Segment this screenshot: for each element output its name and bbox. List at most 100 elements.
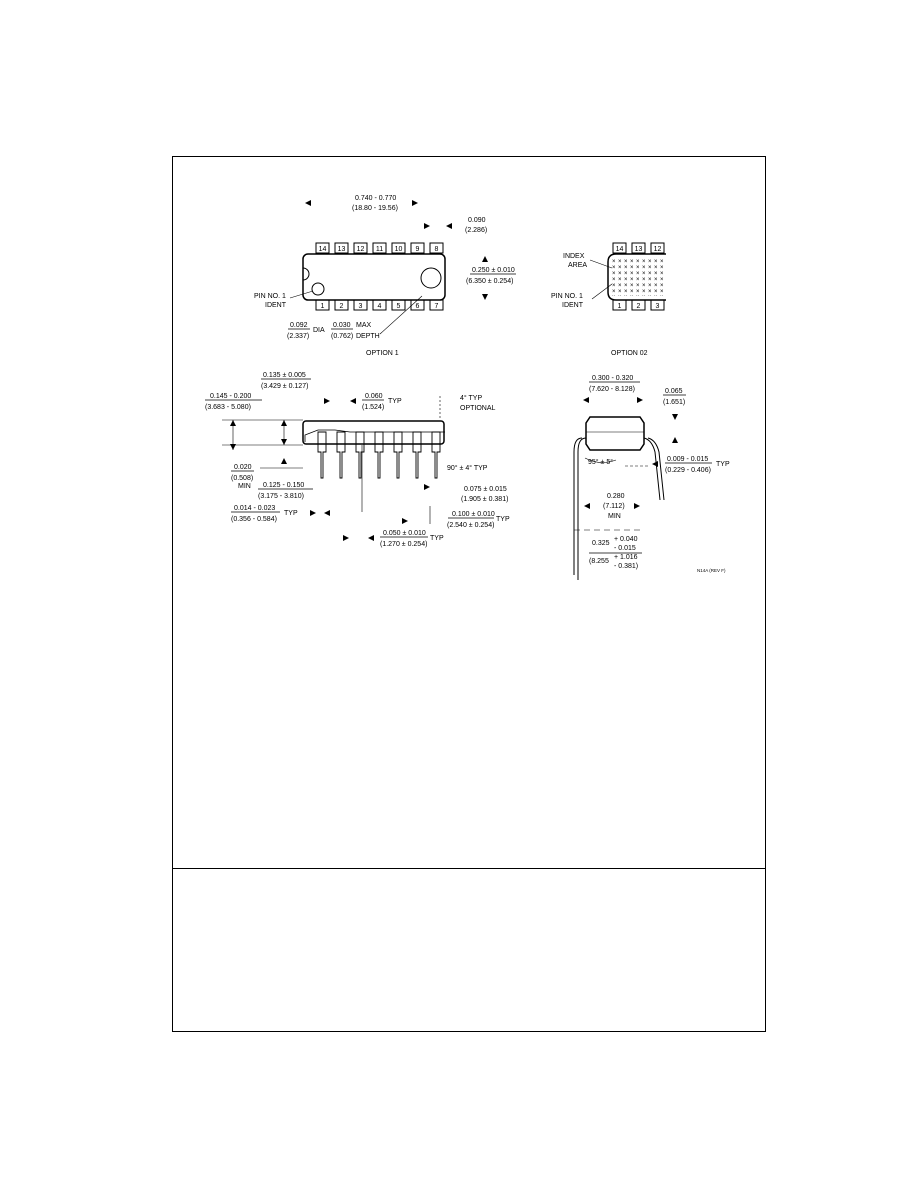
dim-width-mm: (6.350 ± 0.254) (466, 278, 513, 285)
dim-angle2: 90° ± 4° TYP (447, 464, 488, 472)
pin-label-12: 12 (357, 246, 365, 253)
dim-corner: 0.090 (468, 217, 486, 224)
dim-length: 0.740 - 0.770 (355, 195, 396, 202)
dim-gap-mm: (1.651) (663, 399, 685, 406)
pin-box-12 (353, 242, 368, 254)
pin-box-10 (391, 242, 406, 254)
arrow-pitch-left (402, 518, 408, 524)
dim-lead-w-typ: TYP (284, 510, 298, 517)
option2-pin-label-3: 3 (656, 303, 660, 310)
dim-lead-len: 0.125 - 0.150 (263, 482, 304, 489)
dim-lead-len-mm: (3.175 - 3.810) (258, 493, 304, 500)
dim-lead-top-typ: TYP (430, 535, 444, 542)
end-lead-right (643, 437, 661, 501)
dim-min-h-mm: (0.508) (231, 475, 253, 482)
dim-pitch-typ: TYP (496, 516, 510, 523)
arrow-gap-up (672, 437, 678, 443)
dim-pitch: 0.100 ± 0.010 (452, 511, 495, 518)
arrow-min-w-l (584, 503, 590, 509)
depth-leader (379, 295, 423, 335)
side-view: 0.135 ± 0.005 (3.429 ± 0.127) 0.145 - 0.… (205, 372, 510, 548)
dim-depth-mm: (0.762) (331, 333, 353, 340)
dim-spread-mm-a: (8.255 (589, 558, 609, 565)
arrow-min-w-r (634, 503, 640, 509)
option2-pin1-leader (591, 283, 613, 300)
dim-pitch-mm: (2.540 ± 0.254) (447, 522, 494, 529)
arrow-width-down (482, 294, 488, 300)
arrow-corner-left (424, 223, 430, 229)
dim-thick: 0.009 - 0.015 (667, 456, 708, 463)
dim-angle: 4° TYP (460, 394, 482, 402)
pin-label-14: 14 (319, 246, 327, 253)
option2-pin-label-2: 2 (637, 303, 641, 310)
option2-pin1-label: PIN NO. 1 (551, 293, 583, 300)
pin-label-10: 10 (395, 246, 403, 253)
dim-pitch-small-typ: TYP (388, 398, 402, 405)
pin-box-14 (315, 242, 330, 254)
pin1-ident: IDENT (265, 302, 287, 309)
option2-pin-box-14 (612, 242, 627, 254)
dim-lead-top-mm: (1.270 ± 0.254) (380, 541, 427, 548)
dim-pitch-small-mm: (1.524) (362, 404, 384, 411)
dim-dia-mm: (2.337) (287, 333, 309, 340)
dim-depth-label: DEPTH (356, 333, 380, 340)
dim-min-label: MIN (238, 483, 251, 490)
dim-total-h: 0.145 - 0.200 (210, 393, 251, 400)
dim-spread-a: 0.325 (592, 540, 610, 547)
side-lead-2 (336, 431, 346, 479)
option2-pin-box-12 (650, 242, 665, 254)
dim-lead-w: 0.014 - 0.023 (234, 505, 275, 512)
dim-total-h-mm: (3.683 - 5.080) (205, 404, 251, 411)
area-label: AREA (568, 262, 587, 269)
package-body (302, 253, 446, 301)
pin-label-11: 11 (376, 246, 383, 253)
pin-label-1: 1 (321, 303, 325, 310)
dim-depth: 0.030 (333, 322, 351, 329)
arrow-left (305, 200, 311, 206)
dim-min-w-label: MIN (608, 513, 621, 520)
drawing-ref: N14A (REV F) (697, 568, 726, 573)
pin1-circle (311, 282, 325, 296)
option2-pin-label-14: 14 (616, 246, 624, 253)
ejector-circle (420, 267, 442, 289)
dim-end-width: 0.300 - 0.320 (592, 375, 633, 382)
dim-length-mm: (18.80 - 19.56) (352, 205, 398, 212)
end-lead-left-inner (573, 437, 583, 575)
pin-box-13 (334, 242, 349, 254)
pin-box-11 (372, 242, 387, 254)
dim-thick-typ: TYP (716, 461, 730, 468)
pin-label-2: 2 (340, 303, 344, 310)
dim-shoulder-mm: (1.905 ± 0.381) (461, 496, 508, 503)
option2-caption: OPTION 02 (611, 350, 648, 357)
arrow-gap-down (672, 414, 678, 420)
option2-bottom-pins: 1 2 3 (612, 299, 665, 311)
arrow-pitch-a (324, 398, 330, 404)
side-body-edge (304, 429, 445, 442)
option2-pin1-ident: IDENT (562, 302, 584, 309)
dim-gap: 0.065 (665, 388, 683, 395)
angle-arc (584, 457, 617, 463)
pin1-leader (289, 290, 314, 299)
dim-depth-suffix: MAX (356, 322, 372, 329)
pin-label-8: 8 (435, 246, 439, 253)
dim-dia: 0.092 (290, 322, 308, 329)
dim-spread-b: + 0.040 (614, 536, 638, 543)
dim-corner-mm: (2.286) (465, 227, 487, 234)
option2-pin-label-1: 1 (618, 303, 622, 310)
arrow-pitch-b (350, 398, 356, 404)
option2-body (607, 253, 666, 301)
arrow-shoulder (424, 484, 430, 490)
index-leader (589, 259, 613, 269)
arrow-end-width-r (637, 397, 643, 403)
pin-label-3: 3 (359, 303, 363, 310)
index-label: INDEX (563, 253, 585, 260)
dim-min-h: 0.020 (234, 464, 252, 471)
dim-width: 0.250 ± 0.010 (472, 267, 515, 274)
frame-divider (172, 868, 766, 869)
arrow-end-width-l (583, 397, 589, 403)
pin-box-8 (429, 242, 444, 254)
dim-lead-top: 0.050 ± 0.010 (383, 530, 426, 537)
